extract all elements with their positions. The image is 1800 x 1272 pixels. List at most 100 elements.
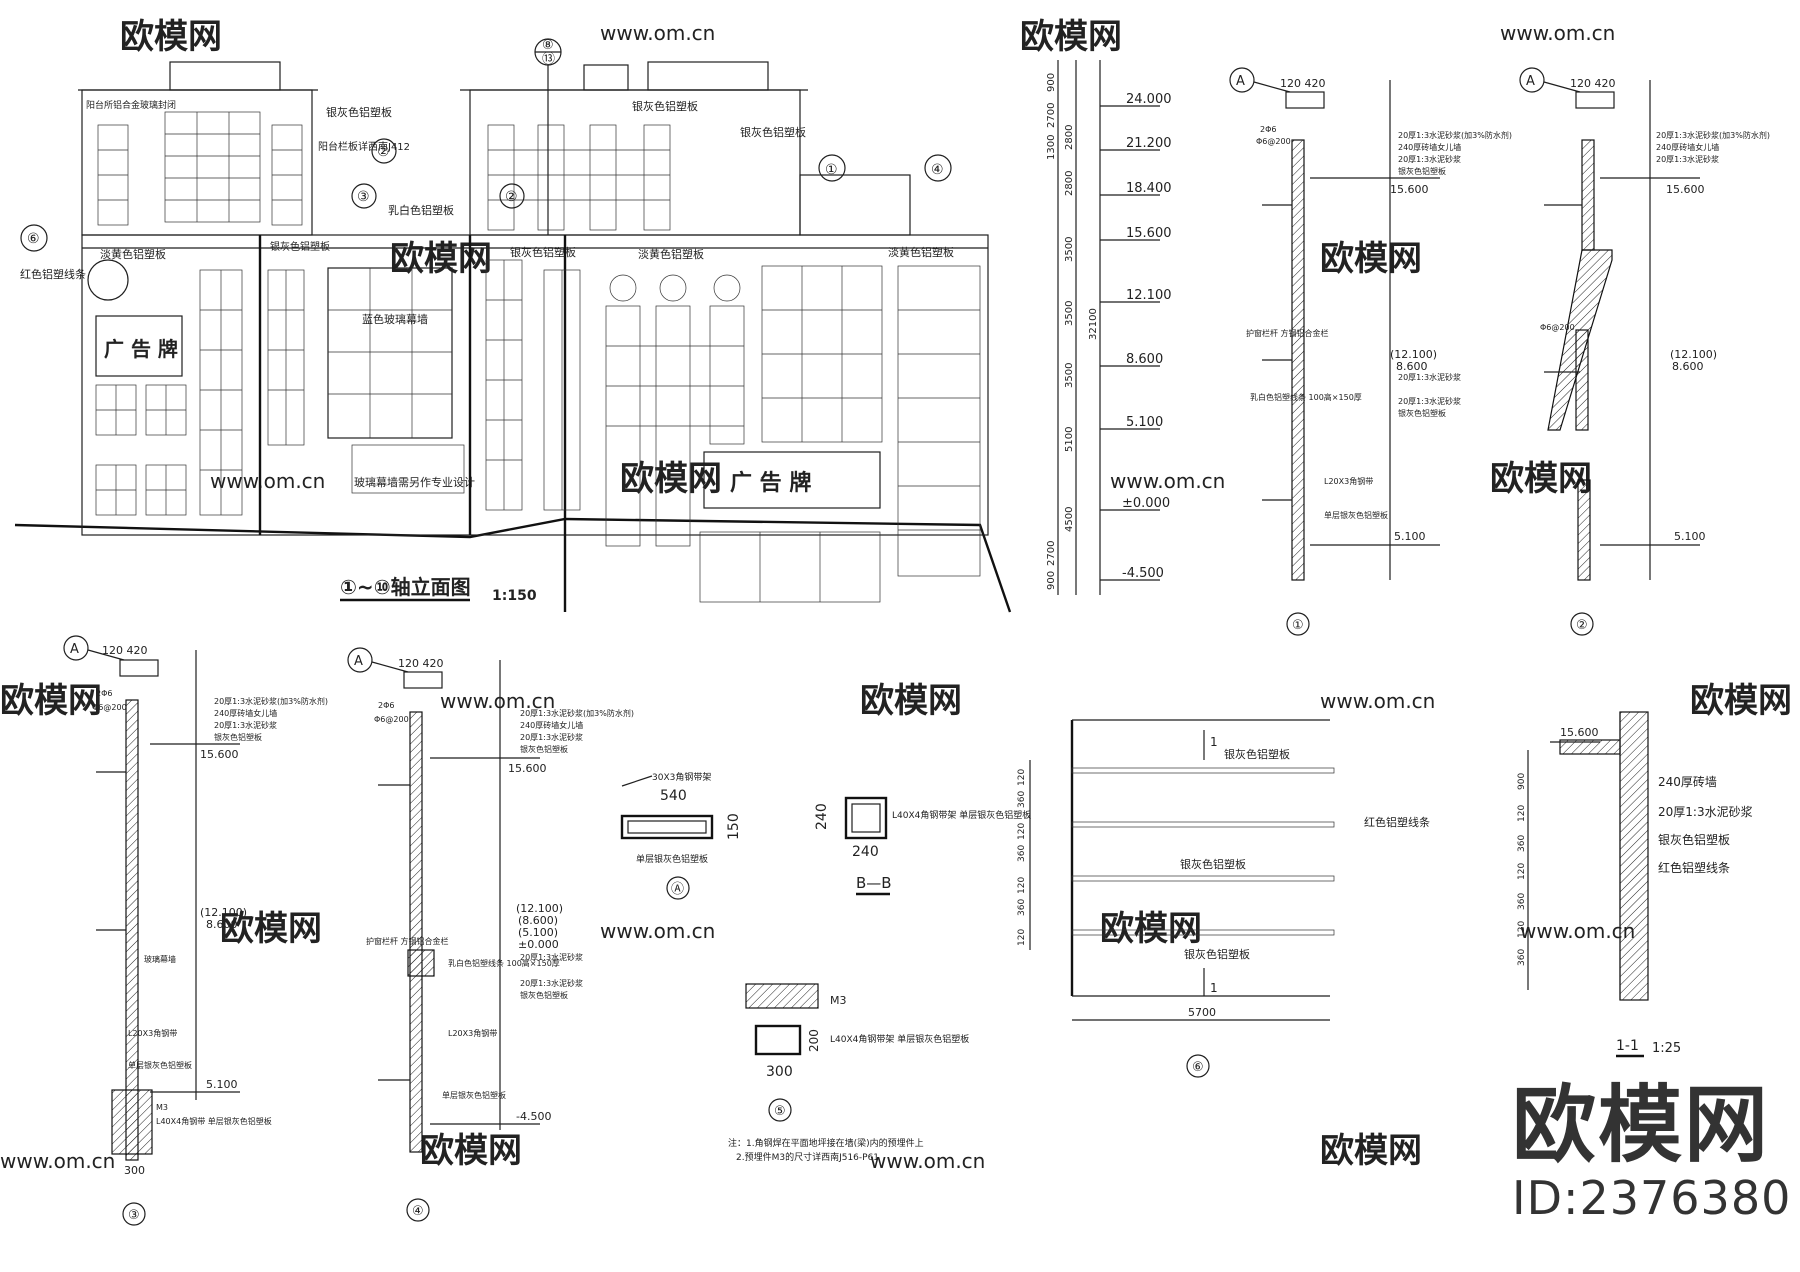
section-id: ③	[128, 1208, 140, 1223]
note: 红色铝塑线条	[1658, 860, 1730, 875]
dim: 120	[1017, 877, 1027, 894]
note: 护窗栏杆 方钢铝合金栏	[1246, 328, 1329, 338]
note: 2Φ6	[378, 701, 394, 710]
level: (12.100)	[1390, 348, 1437, 361]
watermark-brand: 欧模网	[1690, 681, 1792, 721]
note: 护窗栏杆 方钢铝合金栏	[366, 936, 449, 946]
level: 24.000	[1126, 92, 1172, 107]
watermark-url: www.om.cn	[600, 919, 715, 943]
glass-curtain-wall	[327, 267, 453, 439]
note: 240厚砖墙	[1658, 774, 1717, 789]
level: 15.600	[1390, 183, 1429, 196]
axis-mark: ④	[931, 162, 944, 178]
label-balcony: 阳台所铝合金玻璃封闭	[86, 99, 176, 111]
note: 240厚砖墙女儿墙	[214, 708, 277, 718]
dim: 900	[1517, 773, 1527, 790]
dim: 32100	[1088, 308, 1099, 340]
label-light-yellow: 淡黄色铝塑板	[638, 247, 704, 261]
section-tag: A	[354, 654, 363, 669]
dim: 300	[124, 1164, 145, 1177]
watermark-url: www.om.cn	[1320, 689, 1435, 713]
note: 单层银灰色铝塑板	[442, 1090, 506, 1100]
section-top-dim: 120 420	[1280, 77, 1326, 90]
note: 20厚1:3水泥砂浆	[520, 732, 583, 742]
wall-hatch	[1291, 139, 1305, 581]
dim: 900	[1046, 571, 1057, 590]
dim: 120	[1017, 929, 1027, 946]
note: 乳白色铝塑线条 100高×150厚	[1250, 392, 1362, 402]
section-top-dim: 120 420	[102, 644, 148, 657]
label-blue-glass: 蓝色玻璃幕墙	[362, 312, 428, 326]
watermark-brand: 欧模网	[1100, 909, 1202, 949]
window-grids-right	[485, 259, 981, 603]
elevation-title: ①~⑩轴立面图	[340, 575, 471, 599]
billboard-left	[95, 315, 183, 377]
level: -4.500	[516, 1110, 551, 1123]
note: 20厚1:3水泥砂浆	[1656, 154, 1719, 164]
note: 银灰色铝塑板	[1658, 832, 1730, 847]
level: ±0.000	[1122, 496, 1170, 511]
watermark-brand: 欧模网	[860, 681, 962, 721]
note: L40X4角钢带架 单层银灰色铝塑板	[830, 1033, 969, 1045]
level: 12.100	[1126, 288, 1172, 303]
note: 240厚砖墙女儿墙	[1656, 142, 1719, 152]
dim: 120	[1017, 769, 1027, 786]
dim: 360	[1517, 949, 1527, 966]
dim: 360	[1517, 893, 1527, 910]
section-top-dim: 120 420	[1570, 77, 1616, 90]
model-id: ID:2376380	[1512, 1171, 1792, 1225]
watermark-url: www.om.cn	[1110, 469, 1225, 493]
detail-a: 30X3角钢带架 540 150 单层银灰色铝塑板 Ⓐ	[620, 771, 742, 900]
label-red-strip: 红色铝塑线条	[20, 267, 86, 281]
dim: 3500	[1064, 237, 1075, 262]
dim: 120	[1517, 921, 1527, 938]
dim: 120	[1517, 805, 1527, 822]
brand-name: 欧模网	[1512, 1076, 1771, 1174]
note: 银灰色铝塑板	[520, 744, 568, 754]
note: M3	[156, 1103, 168, 1112]
watermark-brand: 欧模网	[420, 1131, 522, 1171]
cut-mark: 1	[1210, 981, 1218, 995]
billboard-right-text: 广 告 牌	[730, 470, 811, 496]
note: M3	[830, 994, 847, 1007]
section-id: ②	[1576, 618, 1588, 633]
section-3: A 120 420 15.600 (12.100) 8.600 5.100 30…	[63, 635, 328, 1226]
section-2: A 120 420 15.600 (12.100) 8.600 5.100 20…	[1519, 67, 1770, 636]
watermark-url: www.om.cn	[210, 469, 325, 493]
dim: 240	[814, 803, 830, 830]
level: (12.100)	[1670, 348, 1717, 361]
note: 银灰色铝塑板	[1398, 408, 1446, 418]
dim: 5700	[1188, 1006, 1216, 1019]
level: 18.400	[1126, 181, 1172, 196]
axis-mark: ⑬	[542, 52, 555, 67]
dim: 360	[1517, 835, 1527, 852]
note: 2Φ6	[1260, 125, 1276, 134]
label-silver: 银灰色铝塑板	[740, 125, 806, 139]
section-tag: A	[1526, 74, 1535, 89]
watermark-brand: 欧模网	[1490, 459, 1592, 499]
dim: 200	[807, 1029, 821, 1052]
left-roof-box	[169, 61, 281, 91]
dim: 5100	[1064, 427, 1075, 452]
label-light-yellow: 淡黄色铝塑板	[888, 245, 954, 259]
dim: 120	[1017, 823, 1027, 840]
label-silver-ribbon: 银灰色铝塑板	[270, 240, 330, 253]
detail-5: M3 200 L40X4角钢带架 单层银灰色铝塑板 300 ⑤ 注：1.角钢焊在…	[728, 983, 969, 1163]
watermark-brand: 欧模网	[390, 239, 492, 279]
note: 240厚砖墙女儿墙	[520, 720, 583, 730]
billboard-left-text: 广 告 牌	[104, 337, 178, 361]
level: 21.200	[1126, 136, 1172, 151]
note: 20厚1:3水泥砂浆	[1658, 804, 1753, 819]
note: L20X3角钢带	[1324, 476, 1373, 486]
label: 银灰色铝塑板	[1180, 857, 1246, 871]
label: 银灰色铝塑板	[1224, 747, 1290, 761]
dim: 360	[1017, 791, 1027, 808]
dim: 360	[1017, 899, 1027, 916]
note: 银灰色铝塑板	[214, 732, 262, 742]
level: (12.100)	[516, 902, 563, 915]
axis-mark: ⑧	[542, 38, 554, 53]
watermark-brand: 欧模网	[220, 909, 322, 949]
section-tag: A	[1236, 74, 1245, 89]
detail-6: 1 1 银灰色铝塑板 银灰色铝塑板 银灰色铝塑板 红色铝塑线条 5700 120…	[1017, 719, 1430, 1078]
level: 15.600	[200, 748, 239, 761]
